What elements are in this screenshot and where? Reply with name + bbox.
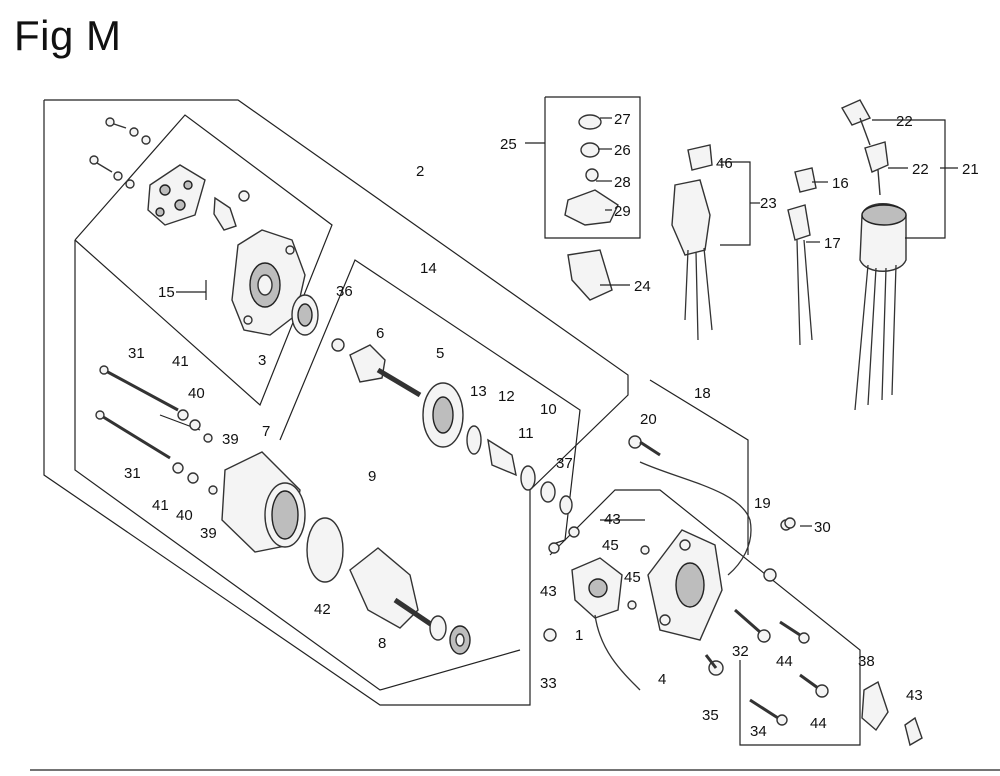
callout-8: 8 [378, 635, 386, 652]
callout-16: 16 [832, 175, 849, 192]
part-30-nut [784, 517, 796, 529]
callout-10: 10 [540, 401, 557, 418]
callout-21: 21 [962, 161, 979, 178]
callout-labels: 1 2 3 4 5 6 7 8 9 10 11 12 13 14 15 16 1… [124, 111, 979, 740]
callout-4: 4 [658, 671, 666, 688]
callout-38: 38 [858, 653, 875, 670]
callout-39b: 39 [200, 525, 217, 542]
callout-44: 44 [776, 653, 793, 670]
callout-45b: 45 [624, 569, 641, 586]
callout-43: 43 [604, 511, 621, 528]
callout-23: 23 [760, 195, 777, 212]
part-42-o-ring [306, 517, 344, 583]
callout-31: 31 [128, 345, 145, 362]
bolt-set-bottom-right [704, 608, 923, 747]
callout-19: 19 [754, 495, 771, 512]
callout-22: 22 [896, 113, 913, 130]
callout-2: 2 [416, 163, 424, 180]
figure-title: Fig M [14, 12, 122, 59]
callout-31b: 31 [124, 465, 141, 482]
callout-6: 6 [376, 325, 384, 342]
callout-44b: 44 [810, 715, 827, 732]
callout-42: 42 [314, 601, 331, 618]
drive-assembly [331, 338, 573, 515]
part-7-yoke [221, 451, 306, 553]
callout-40b: 40 [176, 507, 193, 524]
callout-30: 30 [814, 519, 831, 536]
part-17-connector [787, 167, 817, 346]
callout-34: 34 [750, 723, 767, 740]
callout-12: 12 [498, 388, 515, 405]
callout-13: 13 [470, 383, 487, 400]
part-46-relay [671, 144, 713, 341]
callout-18: 18 [694, 385, 711, 402]
callout-15: 15 [158, 284, 175, 301]
callout-7: 7 [262, 423, 270, 440]
callout-33: 33 [540, 675, 557, 692]
brush-holder [147, 164, 250, 231]
callout-1: 1 [575, 627, 583, 644]
part-3-end-cover [231, 229, 319, 336]
callout-45: 45 [602, 537, 619, 554]
callout-14: 14 [420, 260, 437, 277]
part-1-solenoid [543, 526, 641, 691]
part-18-cable [628, 435, 792, 582]
callout-35: 35 [702, 707, 719, 724]
callout-24: 24 [634, 278, 651, 295]
callout-46: 46 [716, 155, 733, 172]
callout-11: 11 [518, 425, 534, 442]
callout-39: 39 [222, 431, 239, 448]
callout-37: 37 [556, 455, 573, 472]
callout-32: 32 [732, 643, 749, 660]
callout-17: 17 [824, 235, 841, 252]
callout-28: 28 [614, 174, 631, 191]
callout-41: 41 [172, 353, 189, 370]
part-21-ignition-switch [840, 99, 907, 411]
callout-5: 5 [436, 345, 444, 362]
screw-set-top-left [89, 117, 151, 189]
callout-26: 26 [614, 142, 631, 159]
leader-lines [176, 117, 958, 527]
callout-9: 9 [368, 468, 376, 485]
callout-29: 29 [614, 203, 631, 220]
callout-40: 40 [188, 385, 205, 402]
callout-27: 27 [614, 111, 631, 128]
callout-22b: 22 [912, 161, 929, 178]
part-25-terminal-assembly [564, 114, 619, 301]
callout-43b: 43 [540, 583, 557, 600]
callout-3: 3 [258, 352, 266, 369]
callout-25: 25 [500, 136, 517, 153]
callout-36: 36 [336, 283, 353, 300]
assembly-outline [30, 96, 1000, 771]
callout-43c: 43 [906, 687, 923, 704]
long-bolts-31 [95, 365, 218, 495]
parts [89, 99, 923, 747]
part-8-armature [349, 547, 471, 655]
callout-41b: 41 [152, 497, 169, 514]
part-4-mounting-flange [627, 529, 723, 641]
callout-20: 20 [640, 411, 657, 428]
